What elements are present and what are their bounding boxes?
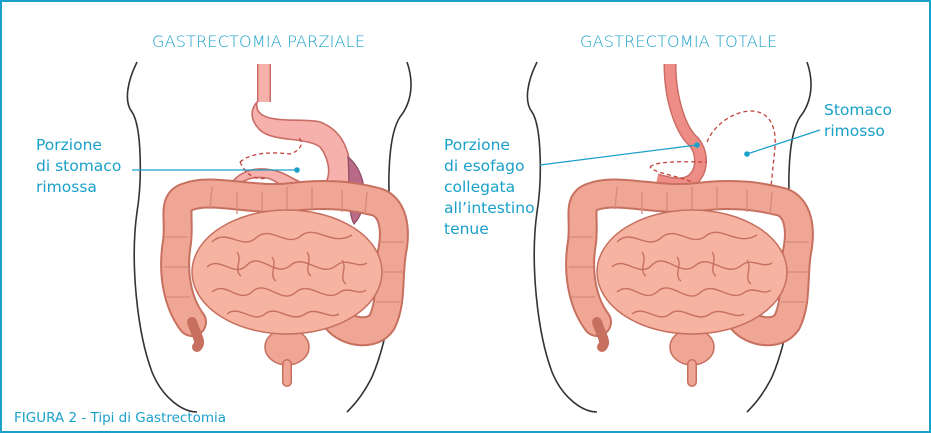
right-esophagus-dot bbox=[694, 142, 700, 148]
left-removed-portion-label: Porzione di stomaco rimossa bbox=[36, 135, 121, 198]
right-esophagus-label: Porzione di esofago collegata all’intest… bbox=[444, 135, 535, 240]
right-stomach-label: Stomaco rimosso bbox=[824, 100, 892, 142]
figure-caption: FIGURA 2 - Tipi di Gastrectomia bbox=[14, 410, 226, 426]
right-intestines bbox=[569, 187, 809, 382]
right-stomach-leader bbox=[747, 130, 820, 154]
left-leader-dot bbox=[294, 167, 300, 173]
left-intestines bbox=[164, 187, 404, 382]
left-panel-title: GASTRECTOMIA PARZIALE bbox=[152, 32, 365, 51]
right-stomach-dot bbox=[744, 151, 750, 157]
right-panel-title: GASTRECTOMIA TOTALE bbox=[580, 32, 777, 51]
